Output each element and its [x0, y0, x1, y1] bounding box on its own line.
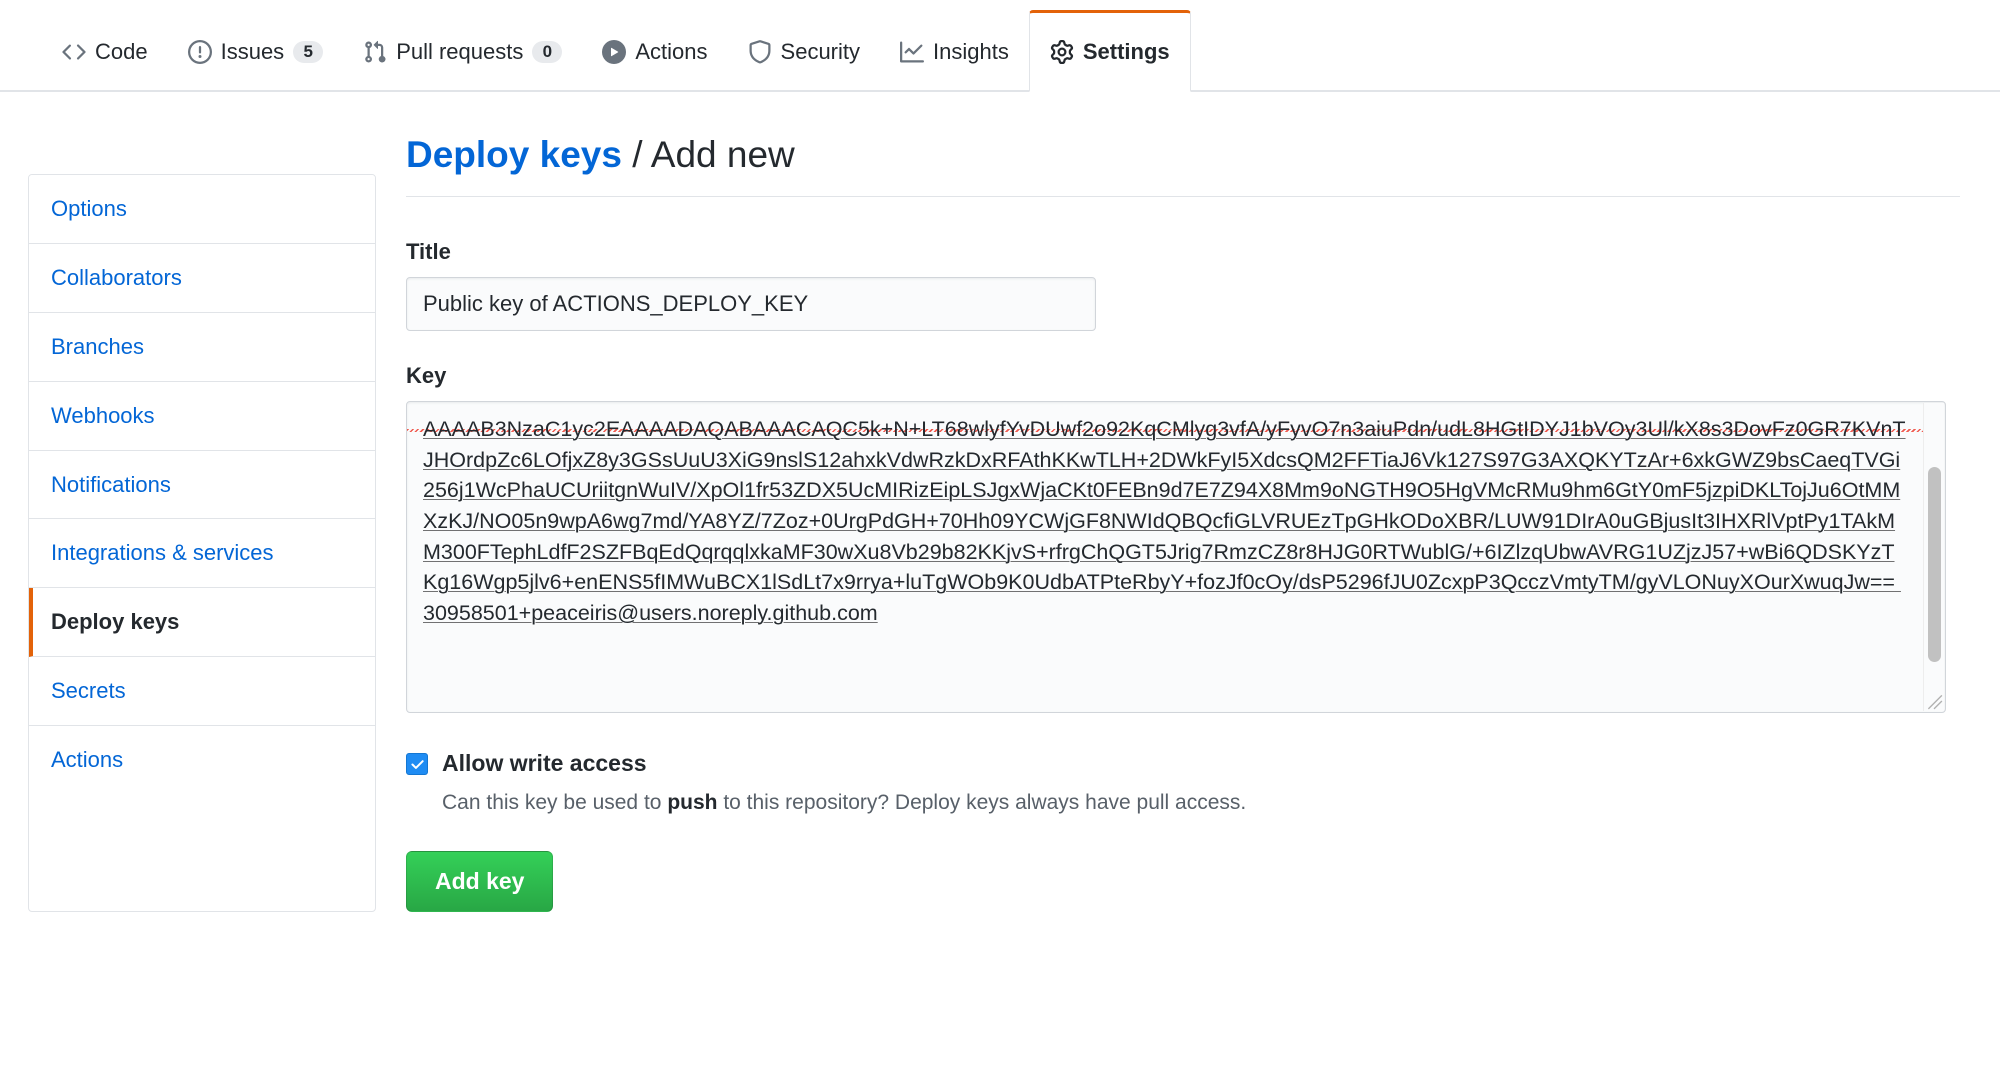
note-push-emphasis: push: [667, 791, 718, 815]
add-key-button[interactable]: Add key: [406, 850, 554, 912]
sidebar-item-webhooks[interactable]: Webhooks: [29, 381, 375, 451]
nav-tab-issues[interactable]: Issues 5: [168, 13, 344, 91]
graph-icon: [900, 40, 925, 64]
nav-tab-pull-requests[interactable]: Pull requests 0: [343, 13, 582, 91]
breadcrumb-separator: /: [632, 134, 643, 175]
sidebar-item-notifications[interactable]: Notifications: [29, 450, 375, 520]
key-textarea-scrollbar[interactable]: [1923, 403, 1944, 712]
sidebar-item-label: Actions: [51, 747, 124, 773]
sidebar-item-options[interactable]: Options: [29, 175, 375, 244]
nav-tab-insights-label: Insights: [933, 39, 1009, 64]
gear-icon: [1050, 40, 1074, 64]
sidebar-item-label: Notifications: [51, 471, 171, 497]
sidebar-item-label: Webhooks: [51, 402, 155, 428]
nav-tab-security[interactable]: Security: [728, 13, 880, 91]
settings-sidebar: Options Collaborators Branches Webhooks …: [28, 174, 376, 912]
pull-requests-counter: 0: [532, 40, 563, 64]
allow-write-access-label: Allow write access: [442, 750, 647, 777]
nav-tab-issues-label: Issues: [220, 39, 285, 64]
title-label: Title: [406, 239, 451, 265]
git-pull-request-icon: [363, 40, 387, 64]
nav-tab-actions-label: Actions: [635, 39, 708, 64]
allow-write-access-row[interactable]: Allow write access Can this key be used …: [406, 747, 1960, 819]
key-label: Key: [406, 363, 447, 389]
sidebar-item-secrets[interactable]: Secrets: [29, 657, 375, 727]
sidebar-item-label: Deploy keys: [51, 609, 180, 635]
key-field-group: Key AAAAB3NzaC1yc2EAAAADAQABAAACAQC5k+N+…: [406, 363, 1960, 714]
issues-counter: 5: [293, 40, 324, 64]
sidebar-item-branches[interactable]: Branches: [29, 312, 375, 382]
issue-opened-icon: [187, 40, 212, 64]
nav-tab-insights[interactable]: Insights: [880, 13, 1029, 91]
shield-icon: [748, 40, 772, 64]
sidebar-item-deploy-keys[interactable]: Deploy keys: [29, 588, 375, 658]
sidebar-item-integrations-and-services[interactable]: Integrations & services: [29, 519, 375, 589]
nav-tab-actions[interactable]: Actions: [582, 13, 727, 91]
check-icon: [410, 759, 424, 769]
nav-tab-settings-label: Settings: [1082, 39, 1170, 64]
key-textarea-scroll-thumb[interactable]: [1928, 467, 1941, 663]
key-textarea[interactable]: AAAAB3NzaC1yc2EAAAADAQABAAACAQC5k+N+LT68…: [406, 401, 1946, 714]
note-before: Can this key be used to: [442, 791, 668, 815]
sidebar-item-collaborators[interactable]: Collaborators: [29, 243, 375, 313]
sidebar-item-actions[interactable]: Actions: [29, 726, 375, 795]
sidebar-item-label: Branches: [51, 333, 144, 359]
title-field-group: Title: [406, 239, 1960, 332]
nav-tab-code[interactable]: Code: [42, 13, 168, 91]
nav-tab-security-label: Security: [780, 39, 861, 64]
allow-write-access-checkbox[interactable]: [406, 753, 428, 776]
play-icon: [602, 40, 627, 64]
note-after: to this repository? Deploy keys always h…: [717, 791, 1247, 815]
breadcrumb: Deploy keys / Add new: [406, 132, 1960, 198]
allow-write-access-texts: Allow write access Can this key be used …: [442, 747, 1246, 819]
breadcrumb-deploy-keys-link[interactable]: Deploy keys: [406, 134, 622, 175]
key-textarea-value[interactable]: AAAAB3NzaC1yc2EAAAADAQABAAACAQC5k+N+LT68…: [407, 402, 1923, 713]
nav-tab-settings[interactable]: Settings: [1028, 10, 1191, 92]
nav-tab-code-label: Code: [95, 39, 148, 64]
title-input[interactable]: [406, 277, 1096, 332]
sidebar-item-label: Integrations & services: [51, 540, 274, 566]
nav-tab-pull-requests-label: Pull requests: [396, 39, 524, 64]
page-body: Options Collaborators Branches Webhooks …: [0, 92, 2000, 912]
main-content: Deploy keys / Add new Title Key AAAAB3Nz…: [406, 122, 1960, 912]
allow-write-access-note: Can this key be used to push to this rep…: [442, 787, 1246, 819]
sidebar-item-label: Options: [51, 196, 127, 221]
repo-nav: Code Issues 5 Pull requests 0 Actions Se…: [0, 0, 2000, 92]
code-icon: [62, 40, 86, 64]
breadcrumb-current: Add new: [650, 134, 795, 175]
sidebar-item-label: Secrets: [51, 678, 126, 704]
sidebar-item-label: Collaborators: [51, 264, 182, 290]
